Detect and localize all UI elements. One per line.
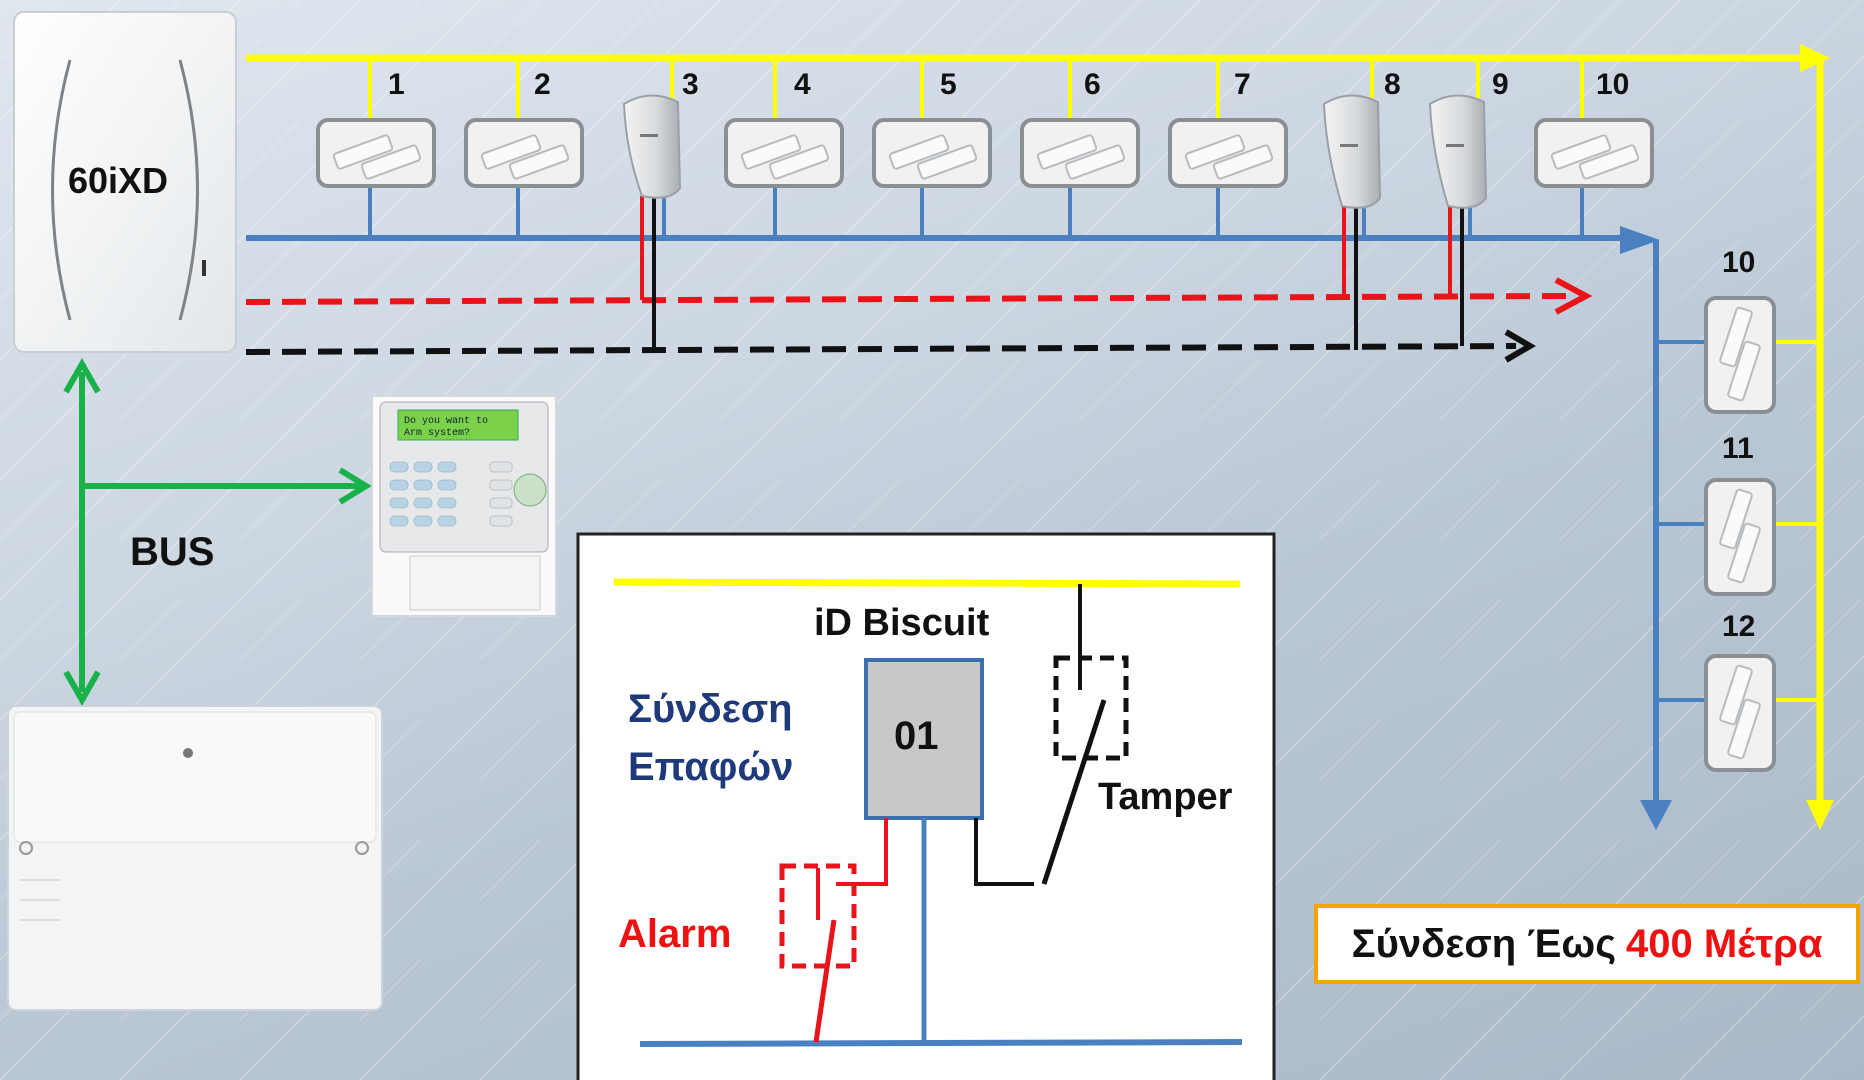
zone-label-9: 9: [1492, 68, 1509, 101]
zone-label-6: 6: [1084, 68, 1101, 101]
zone-label-3: 3: [682, 68, 699, 101]
zone-label-4: 4: [794, 68, 811, 101]
zone-label-10: 10: [1596, 68, 1630, 101]
alarm-label: Alarm: [618, 912, 732, 956]
panel-label: 60iXD: [68, 160, 169, 201]
expander-enclosure: [7, 705, 383, 1011]
inset-title: iD Biscuit: [814, 602, 990, 644]
side-zone-label-12: 12: [1722, 610, 1756, 643]
zone-label-5: 5: [940, 68, 957, 101]
banner-prefix: Σύνδεση Έως: [1351, 921, 1616, 966]
bus-label: BUS: [130, 530, 215, 574]
control-panel-60ixd: [13, 11, 237, 353]
distance-banner: Σύνδεση Έως 400 Μέτρα: [1314, 904, 1860, 984]
zone-label-2: 2: [534, 68, 551, 101]
side-zone-label-10: 10: [1722, 246, 1756, 279]
tamper-label: Tamper: [1098, 776, 1233, 818]
keypad-lcd-line1: Do you want to: [404, 416, 488, 427]
pir-detectors: [622, 94, 1488, 209]
keypad-lcd-line2: Arm system?: [404, 428, 470, 439]
lcd-keypad: Do you want to Arm system?: [371, 395, 557, 617]
zone-label-1: 1: [388, 68, 405, 101]
zone-label-7: 7: [1234, 68, 1251, 101]
connection-label-line2: Επαφών: [628, 745, 794, 789]
connection-label-line1: Σύνδεση: [628, 687, 793, 731]
zone-label-8: 8: [1384, 68, 1401, 101]
side-zone-label-11: 11: [1722, 432, 1754, 465]
banner-highlight: 400 Μέτρα: [1626, 921, 1823, 966]
module-number: 01: [894, 714, 939, 758]
inset-wiring-detail: [576, 532, 1276, 1080]
keypad-lcd: [397, 409, 519, 441]
door-contacts-side: [1704, 296, 1776, 772]
